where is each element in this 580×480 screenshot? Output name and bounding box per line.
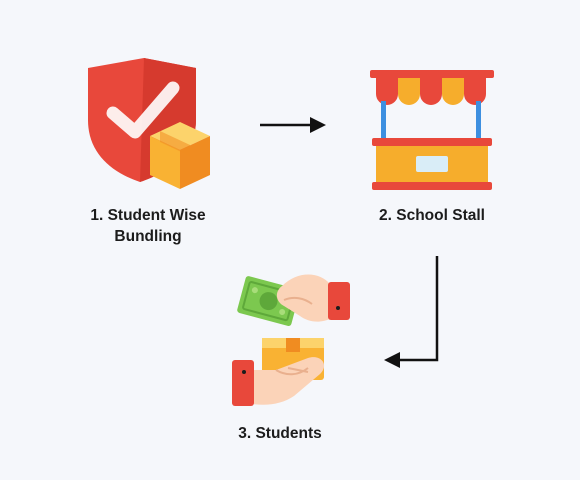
arrow-bundling-to-stall bbox=[260, 117, 326, 133]
arrow-stall-to-students bbox=[384, 256, 439, 368]
label-line: 1. Student Wise bbox=[90, 207, 206, 224]
school-stall-icon bbox=[370, 70, 494, 190]
money-exchange-icon bbox=[232, 274, 350, 406]
node-label-students: 3. Students bbox=[210, 423, 350, 444]
node-label-stall: 2. School Stall bbox=[352, 205, 512, 226]
node-label-bundling: 1. Student Wise Bundling bbox=[60, 205, 236, 247]
label-line: 3. Students bbox=[238, 425, 322, 442]
shield-box-icon bbox=[88, 58, 210, 189]
label-line: 2. School Stall bbox=[379, 207, 485, 224]
label-line: Bundling bbox=[114, 228, 182, 245]
